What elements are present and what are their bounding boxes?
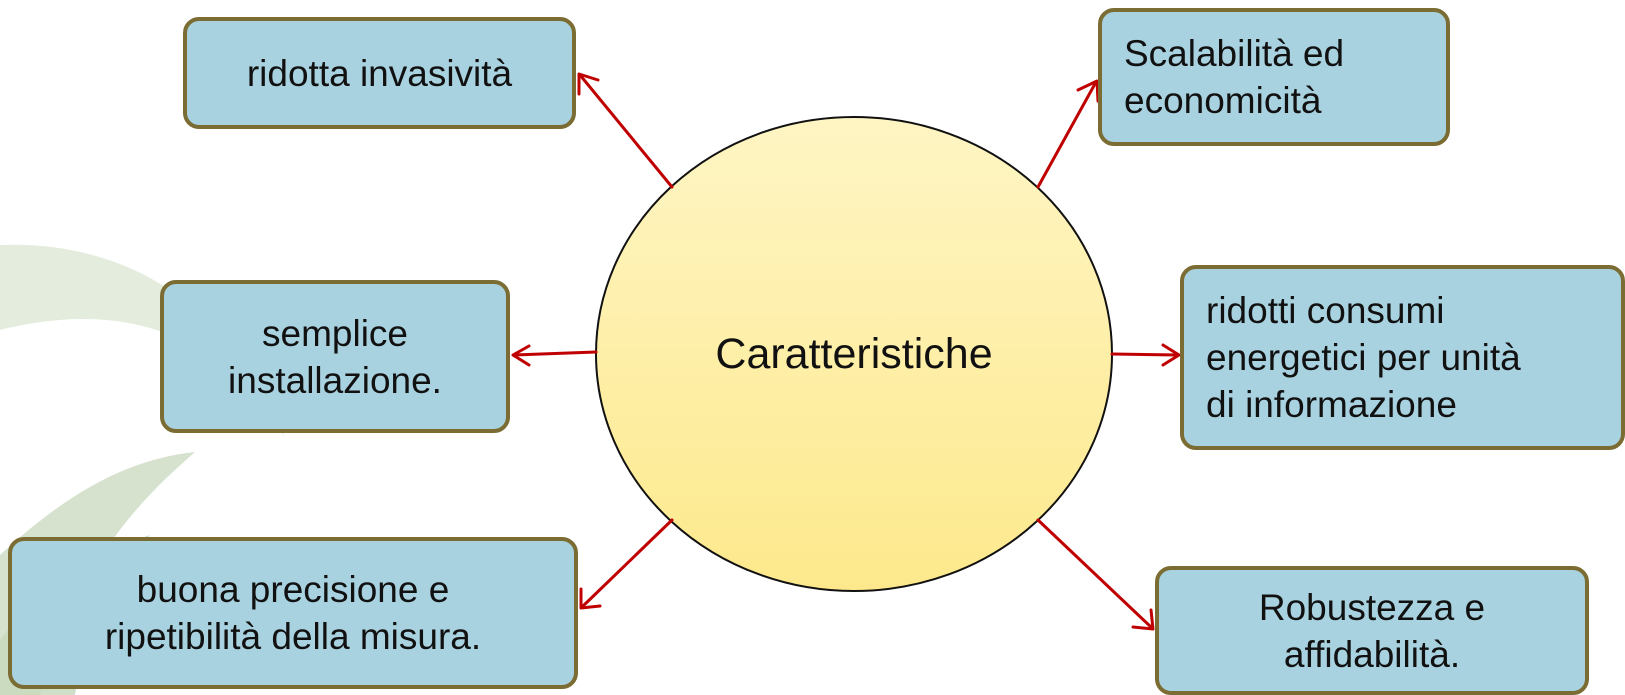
node-ridotta-invasivita: ridotta invasività bbox=[183, 17, 576, 129]
node-text: ridotta invasività bbox=[247, 50, 512, 97]
node-text: buona precisione e ripetibilità della mi… bbox=[105, 566, 481, 660]
arrowhead-buona-precisione bbox=[579, 587, 602, 610]
node-line: ridotta invasività bbox=[246, 52, 513, 94]
node-line: Scalabilità ed bbox=[1124, 33, 1345, 74]
node-ridotti-consumi: ridotti consumi energetici per unità di … bbox=[1180, 265, 1625, 450]
node-scalabilita-economicita: Scalabilità ed economicità bbox=[1098, 8, 1450, 146]
node-text: semplice installazione. bbox=[228, 310, 442, 404]
node-line: ripetibilità della misura. bbox=[104, 616, 482, 657]
arrow-to-ridotta-invasivita bbox=[578, 73, 674, 189]
arrowhead-semplice-installazione bbox=[511, 344, 531, 367]
node-line: semplice bbox=[262, 312, 408, 354]
node-text: Scalabilità ed economicità bbox=[1124, 30, 1344, 124]
hub-label: Caratteristiche bbox=[715, 330, 993, 378]
node-line: installazione. bbox=[228, 359, 442, 401]
hub-label-area: Caratteristiche bbox=[596, 117, 1112, 592]
arrowhead-scalabilita bbox=[1076, 79, 1100, 103]
node-line: buona precisione e bbox=[136, 569, 450, 610]
decor-swoosh-top bbox=[0, 244, 285, 438]
node-buona-precisione: buona precisione e ripetibilità della mi… bbox=[8, 537, 578, 689]
arrowhead-robustezza bbox=[1131, 608, 1155, 631]
arrow-to-ridotti-consumi bbox=[1110, 352, 1180, 357]
arrow-to-semplice-installazione bbox=[512, 350, 598, 357]
node-robustezza-affidabilita: Robustezza e affidabilità. bbox=[1155, 566, 1589, 695]
node-semplice-installazione: semplice installazione. bbox=[160, 280, 510, 433]
node-line: di informazione bbox=[1206, 384, 1457, 425]
node-line: Robustezza e bbox=[1258, 586, 1486, 628]
node-line: affidabilità. bbox=[1283, 633, 1461, 675]
arrow-to-buona-precisione bbox=[580, 518, 674, 609]
node-line: economicità bbox=[1124, 80, 1322, 121]
arrow-to-robustezza bbox=[1036, 518, 1154, 630]
arrowhead-ridotti-consumi bbox=[1161, 343, 1181, 367]
node-text: ridotti consumi energetici per unità di … bbox=[1206, 287, 1521, 428]
arrow-to-scalabilita bbox=[1036, 80, 1098, 189]
node-text: Robustezza e affidabilità. bbox=[1259, 584, 1485, 678]
arrowhead-ridotta-invasivita bbox=[577, 72, 600, 96]
node-line: ridotti consumi bbox=[1206, 290, 1445, 331]
node-line: energetici per unità bbox=[1206, 337, 1521, 378]
